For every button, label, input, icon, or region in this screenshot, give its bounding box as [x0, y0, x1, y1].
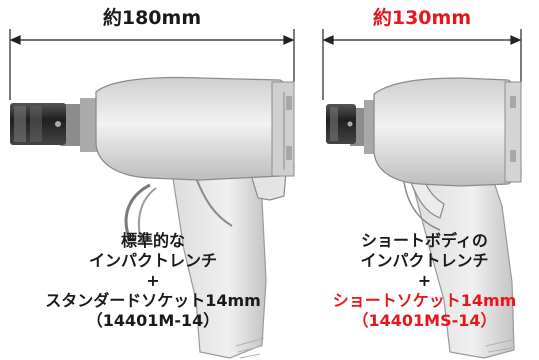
left-caption-line-1: 標準的な: [120, 231, 185, 250]
left-dimension-label: 約180mm: [102, 7, 202, 29]
right-caption-line-4: ショートソケット14mm: [332, 291, 517, 310]
right-caption-line-5: （14401MS-14）: [352, 311, 497, 330]
right-dimension-label: 約130mm: [372, 7, 472, 29]
right-caption-line-1: ショートボディの: [361, 231, 488, 250]
short-body-impact-wrench-illustration: [326, 77, 522, 359]
right-dimension-line: [322, 29, 522, 100]
right-caption: ショートボディの インパクトレンチ + ショートソケット14mm （14401M…: [310, 231, 539, 331]
right-caption-line-2: インパクトレンチ: [360, 251, 489, 270]
left-dimension-line: [9, 29, 295, 100]
left-caption: 標準的な インパクトレンチ + スタンダードソケット14mm （14401M-1…: [0, 231, 306, 331]
left-caption-line-4: スタンダードソケット14mm: [45, 291, 261, 310]
left-caption-line-2: インパクトレンチ: [88, 251, 217, 270]
standard-impact-wrench-illustration: [10, 76, 295, 359]
right-caption-plus: +: [417, 271, 432, 290]
left-caption-plus: +: [146, 271, 160, 290]
left-caption-line-5: （14401M-14）: [86, 311, 220, 330]
